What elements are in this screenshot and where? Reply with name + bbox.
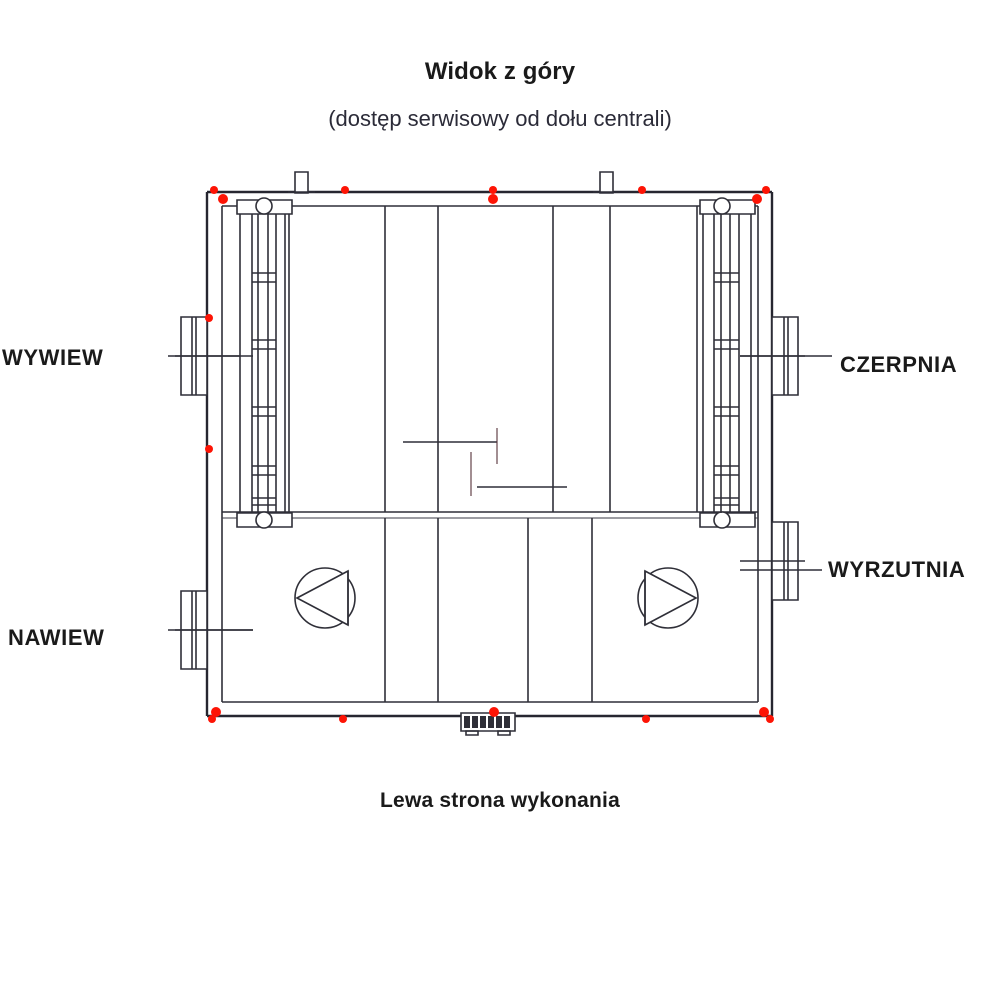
bypass-damper-detail [403,428,567,496]
mounting-point-markers [205,186,774,723]
port-label-wyrzutnia: WYRZUTNIA [828,557,966,582]
filter-right [700,198,755,528]
page-subtitle: (dostęp serwisowy od dołu centrali) [328,106,672,131]
leader-lines [168,356,832,630]
port-label-nawiew: NAWIEW [8,625,105,650]
fan-right [638,568,698,628]
filter-left [237,198,292,528]
terminal-block-connector [461,713,515,735]
nozzle-left [288,172,315,193]
port-label-czerpnia: CZERPNIA [840,352,958,377]
unit-outer-casing [207,192,772,716]
nozzle-right [593,172,620,193]
upper-chamber-partitions [222,206,758,518]
fan-left [295,568,355,628]
footer-caption: Lewa strona wykonania [380,789,620,812]
port-label-wywiew: WYWIEW [2,345,104,370]
duct-spigot-wyrzutnia [740,522,805,600]
page-title: Widok z góry [424,58,576,85]
lower-chamber-partitions [385,518,592,702]
